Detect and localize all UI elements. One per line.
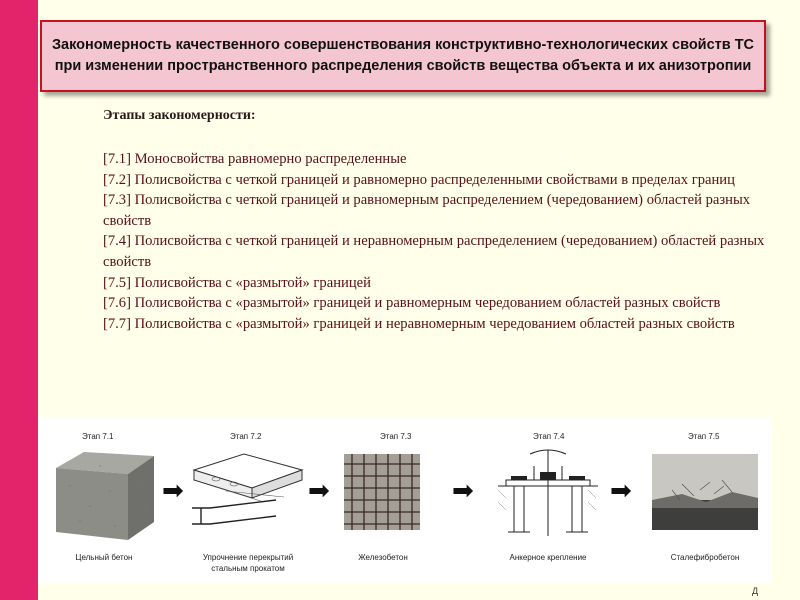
reinforced-concrete-image: [344, 454, 420, 530]
anchor-fastening-image: [497, 449, 598, 536]
stages-figure: Этап 7.1 Этап 7.2 Этап 7.3 Этап 7.4 Этап…: [38, 418, 772, 584]
stage-item-7-1: [7.1] Моносвойства равномерно распределе…: [103, 151, 407, 167]
arrow-right-icon-2: ➡: [308, 476, 330, 506]
steel-fiber-concrete-image: [652, 454, 758, 530]
stage-item-7-5: [7.5] Полисвойства с «размытой» границей: [103, 274, 371, 291]
caption-anchor-fastening: Анкерное крепление: [509, 553, 587, 562]
figure-stage-label-7-4: Этап 7.4: [533, 432, 565, 441]
title-box: Закономерность качественного совершенств…: [40, 20, 766, 92]
slide-title: Закономерность качественного совершенств…: [51, 37, 755, 74]
steel-reinforced-slab-image: [192, 453, 304, 525]
arrow-right-icon-4: ➡: [610, 476, 632, 506]
caption-slab-steel: Упрочнение перекрытий стальным прокатом: [202, 553, 294, 573]
figure-stage-label-7-2: Этап 7.2: [230, 432, 262, 441]
caption-solid-concrete: Цельный бетон: [75, 553, 133, 562]
left-accent-bar: [0, 0, 38, 600]
stages-list: [7.1] Моносвойства равномерно распределе…: [103, 149, 771, 334]
stage-item-7-6: [7.6] Полисвойства с «размытой» границей…: [103, 295, 721, 312]
stage-item-7-2: [7.2] Полисвойства с четкой границей и р…: [103, 171, 735, 188]
figure-stage-label-7-5: Этап 7.5: [688, 432, 720, 441]
caption-reinforced-concrete: Железобетон: [358, 553, 408, 562]
concrete-block-image: [56, 452, 154, 540]
arrow-right-icon-3: ➡: [452, 476, 474, 506]
figure-stage-label-7-1: Этап 7.1: [82, 432, 114, 441]
arrow-right-icon-1: ➡: [162, 476, 184, 506]
caption-steel-fiber-concrete: Сталефибробетон: [670, 553, 740, 562]
stage-item-7-7: [7.7] Полисвойства с «размытой» границей…: [103, 315, 735, 332]
stages-heading: Этапы закономерности:: [103, 108, 256, 123]
figure-stage-label-7-3: Этап 7.3: [380, 432, 412, 441]
stage-item-7-3: [7.3] Полисвойства с четкой границей и р…: [103, 192, 751, 229]
stage-item-7-4: [7.4] Полисвойства с четкой границей и н…: [103, 233, 765, 270]
corner-mark: Д: [752, 586, 759, 596]
